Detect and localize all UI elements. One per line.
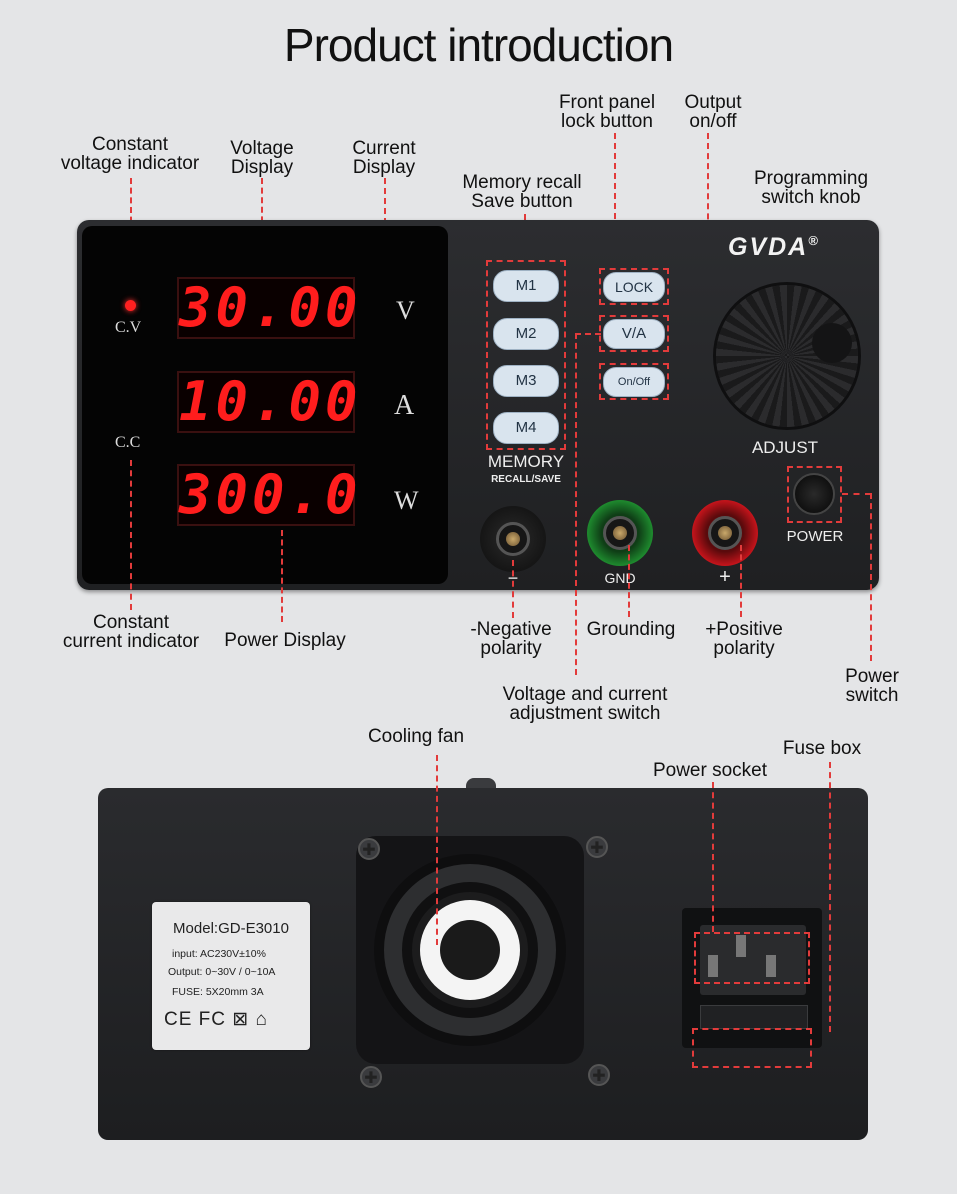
fan-hub-center <box>440 920 500 980</box>
cc-label: C.C <box>115 434 141 451</box>
pin <box>766 955 776 977</box>
screw-icon: ✚ <box>588 1064 610 1086</box>
unit-a: A <box>394 390 415 421</box>
model-text: Model:GD-E3010 <box>173 920 289 937</box>
certification-marks: CE FC ⊠ ⌂ <box>164 1009 268 1030</box>
fuse-box-callout: Fuse box <box>782 738 862 759</box>
unit-v: V <box>396 296 415 325</box>
power-switch-callout: Power switch <box>845 666 899 706</box>
grounding-callout: Grounding <box>586 619 676 640</box>
cooling-fan-callout: Cooling fan <box>367 726 465 747</box>
m1-button[interactable]: M1 <box>493 270 559 302</box>
power-display: 300.0 <box>177 463 362 526</box>
power-connector-h <box>842 493 871 495</box>
fuse-connector <box>829 762 831 1032</box>
power-connector <box>870 493 872 661</box>
current-display: 10.00 <box>177 370 362 433</box>
negative-terminal[interactable] <box>480 506 546 572</box>
brand-name: GVDA <box>728 233 809 261</box>
positive-callout: +Positive polarity <box>705 619 783 659</box>
cv-led <box>125 300 136 311</box>
fuse-text: FUSE: 5X20mm 3A <box>172 986 264 998</box>
negative-callout: -Negative polarity <box>470 619 552 659</box>
cc-indicator-callout: Constant current indicator <box>62 612 200 652</box>
screw-icon: ✚ <box>358 838 380 860</box>
lock-button[interactable]: LOCK <box>603 272 665 302</box>
socket-connector <box>712 782 714 932</box>
m4-button[interactable]: M4 <box>493 412 559 444</box>
power-highlight <box>787 466 842 523</box>
knob-callout: Programming switch knob <box>753 168 869 208</box>
screw-icon: ✚ <box>360 1066 382 1088</box>
power-display-connector <box>281 530 283 622</box>
m2-button[interactable]: M2 <box>493 318 559 350</box>
recall-save-text: RECALL/SAVE <box>491 474 561 485</box>
screw-icon: ✚ <box>586 836 608 858</box>
unit-w: W <box>394 486 419 515</box>
plus-text: + <box>719 566 731 588</box>
ground-connector <box>628 545 630 617</box>
brand-mark: ® <box>808 233 820 248</box>
memory-text: MEMORY <box>487 452 565 471</box>
power-display-callout: Power Display <box>224 630 346 651</box>
voltage-display-callout: Voltage Display <box>230 138 294 178</box>
fuse-drawer[interactable] <box>700 1005 808 1029</box>
cc-connector <box>130 460 132 610</box>
output-callout: Output on/off <box>684 92 742 132</box>
va-connector-h <box>575 333 601 335</box>
gnd-text: GND <box>604 570 636 586</box>
rating-label <box>152 902 310 1050</box>
va-button[interactable]: V/A <box>603 319 665 349</box>
power-button[interactable] <box>793 473 835 515</box>
current-display-callout: Current Display <box>352 138 416 178</box>
input-text: input: AC230V±10% <box>172 948 266 960</box>
power-text: POWER <box>786 528 844 545</box>
positive-terminal[interactable] <box>692 500 758 566</box>
brand-logo: GVDA® <box>728 233 820 262</box>
onoff-highlight <box>599 363 669 400</box>
knob-dimple <box>812 323 852 363</box>
negative-connector <box>512 560 514 618</box>
onoff-button[interactable]: On/Off <box>603 367 665 397</box>
fuse-highlight <box>692 1028 812 1068</box>
cv-indicator-callout: Constant voltage indicator <box>60 134 200 174</box>
socket-highlight <box>694 932 810 984</box>
output-text: Output: 0~30V / 0~10A <box>168 966 276 978</box>
va-connector <box>575 333 577 675</box>
memory-highlight <box>486 260 566 450</box>
cv-label: C.V <box>115 319 142 336</box>
pin <box>708 955 718 977</box>
m3-button[interactable]: M3 <box>493 365 559 397</box>
pin <box>736 935 746 957</box>
page-title: Product introduction <box>283 19 674 71</box>
programming-knob[interactable] <box>716 285 858 427</box>
lock-connector <box>614 133 616 269</box>
ground-terminal[interactable] <box>587 500 653 566</box>
memory-callout: Memory recall Save button <box>462 172 582 212</box>
lock-callout: Front panel lock button <box>558 92 656 132</box>
fan-connector <box>436 755 438 945</box>
adjust-text: ADJUST <box>751 438 819 457</box>
voltage-display: 30.00 <box>177 276 362 339</box>
lock-highlight <box>599 268 669 305</box>
positive-connector <box>740 545 742 617</box>
va-switch-callout: Voltage and current adjustment switch <box>502 684 668 724</box>
power-socket-callout: Power socket <box>652 760 768 781</box>
